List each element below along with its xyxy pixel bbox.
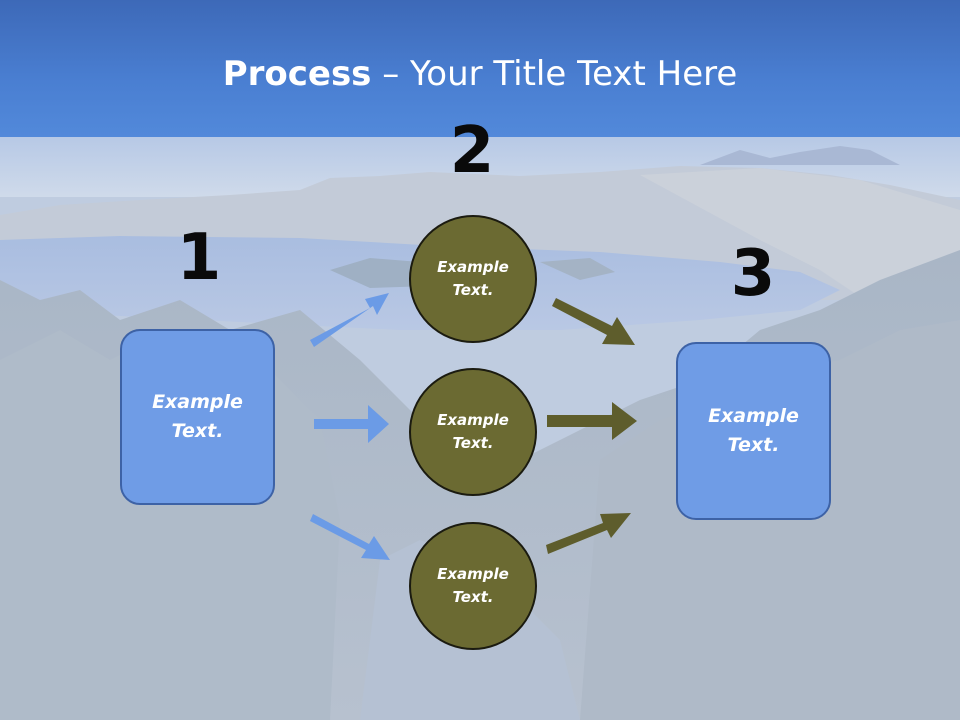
circle-middle-line1: Example (437, 411, 509, 429)
step-number-1: 1 (176, 221, 222, 295)
title-rest: – Your Title Text Here (371, 54, 738, 94)
right-box-line2: Text. (727, 434, 780, 456)
circle-top-line1: Example (437, 258, 509, 276)
right-step-box: Example Text. (676, 342, 831, 520)
circle-top: Example Text. (409, 215, 537, 343)
slide-title: Process – Your Title Text Here (0, 52, 960, 96)
circle-bottom: Example Text. (409, 522, 537, 650)
circle-top-line2: Text. (452, 281, 494, 299)
right-box-line1: Example (708, 405, 799, 427)
step-number-2: 2 (449, 114, 495, 188)
left-box-line1: Example (152, 391, 243, 413)
left-box-line2: Text. (171, 420, 224, 442)
step-number-3: 3 (730, 237, 776, 311)
circle-bottom-line2: Text. (452, 588, 494, 606)
header-band (0, 0, 960, 137)
circle-bottom-line1: Example (437, 565, 509, 583)
title-bold: Process (222, 54, 372, 94)
circle-middle-line2: Text. (452, 434, 494, 452)
left-step-box: Example Text. (120, 329, 275, 505)
circle-middle: Example Text. (409, 368, 537, 496)
